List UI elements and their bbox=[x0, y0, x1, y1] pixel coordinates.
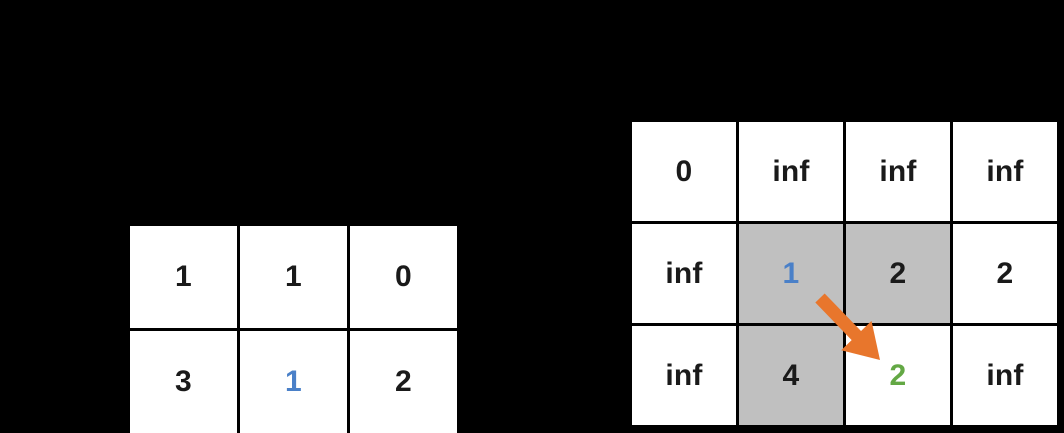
cell-r2-c3: inf bbox=[953, 326, 1057, 425]
cell-r0-c1: 1 bbox=[240, 226, 347, 328]
cell-r2-c0: inf bbox=[632, 326, 736, 425]
cell-r0-c3: inf bbox=[953, 122, 1057, 221]
cell-r1-c1: 1 bbox=[739, 224, 843, 323]
cell-r1-c1: 1 bbox=[240, 331, 347, 433]
cell-r0-c0: 1 bbox=[130, 226, 237, 328]
cell-r2-c1: 4 bbox=[739, 326, 843, 425]
cell-r0-c2: 0 bbox=[350, 226, 457, 328]
cell-r1-c2: 2 bbox=[350, 331, 457, 433]
cell-r1-c2: 2 bbox=[846, 224, 950, 323]
cell-r1-c0: 3 bbox=[130, 331, 237, 433]
cell-r0-c0: 0 bbox=[632, 122, 736, 221]
cell-r0-c1: inf bbox=[739, 122, 843, 221]
cell-r1-c0: inf bbox=[632, 224, 736, 323]
cell-r2-c2: 2 bbox=[846, 326, 950, 425]
cell-r0-c2: inf bbox=[846, 122, 950, 221]
cell-r1-c3: 2 bbox=[953, 224, 1057, 323]
